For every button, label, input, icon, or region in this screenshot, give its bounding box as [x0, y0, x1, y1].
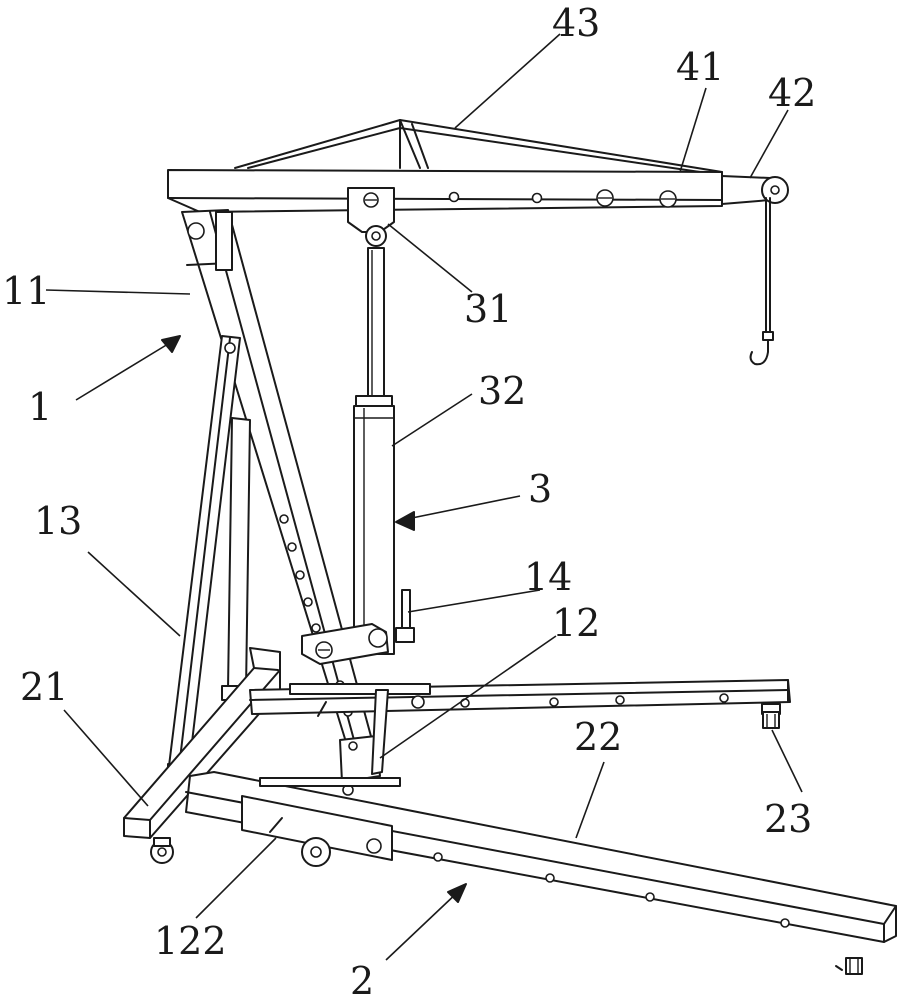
leader-lines: [45, 33, 803, 961]
boom-truss: [234, 119, 723, 173]
hydraulic-cylinder: [353, 247, 415, 655]
label-3: 3: [528, 467, 552, 511]
boom-extension: [721, 175, 789, 366]
label-22: 22: [574, 715, 622, 759]
label-12: 12: [552, 601, 600, 645]
front-leg: [185, 771, 897, 975]
label-31: 31: [464, 287, 512, 331]
mast-foot-socket: [339, 689, 389, 796]
reference-labels: 43 41 42 11 31 1 32 3 13 14 12 21 22 23 …: [2, 1, 816, 1000]
label-1: 1: [28, 385, 52, 429]
right-leg: [249, 679, 791, 729]
label-32: 32: [478, 369, 526, 413]
label-41: 41: [676, 45, 724, 89]
boom-arm: [167, 169, 723, 213]
cylinder-upper-bracket: [347, 187, 395, 247]
label-11: 11: [2, 269, 50, 313]
label-13: 13: [34, 499, 82, 543]
label-43: 43: [552, 1, 600, 45]
label-42: 42: [768, 71, 816, 115]
cylinder-lower-mount: [301, 623, 389, 665]
label-23: 23: [764, 797, 812, 841]
label-21: 21: [20, 665, 68, 709]
label-14: 14: [524, 555, 572, 599]
brace-strut: [167, 335, 251, 787]
label-2: 2: [350, 959, 374, 1000]
label-122: 122: [154, 919, 227, 963]
